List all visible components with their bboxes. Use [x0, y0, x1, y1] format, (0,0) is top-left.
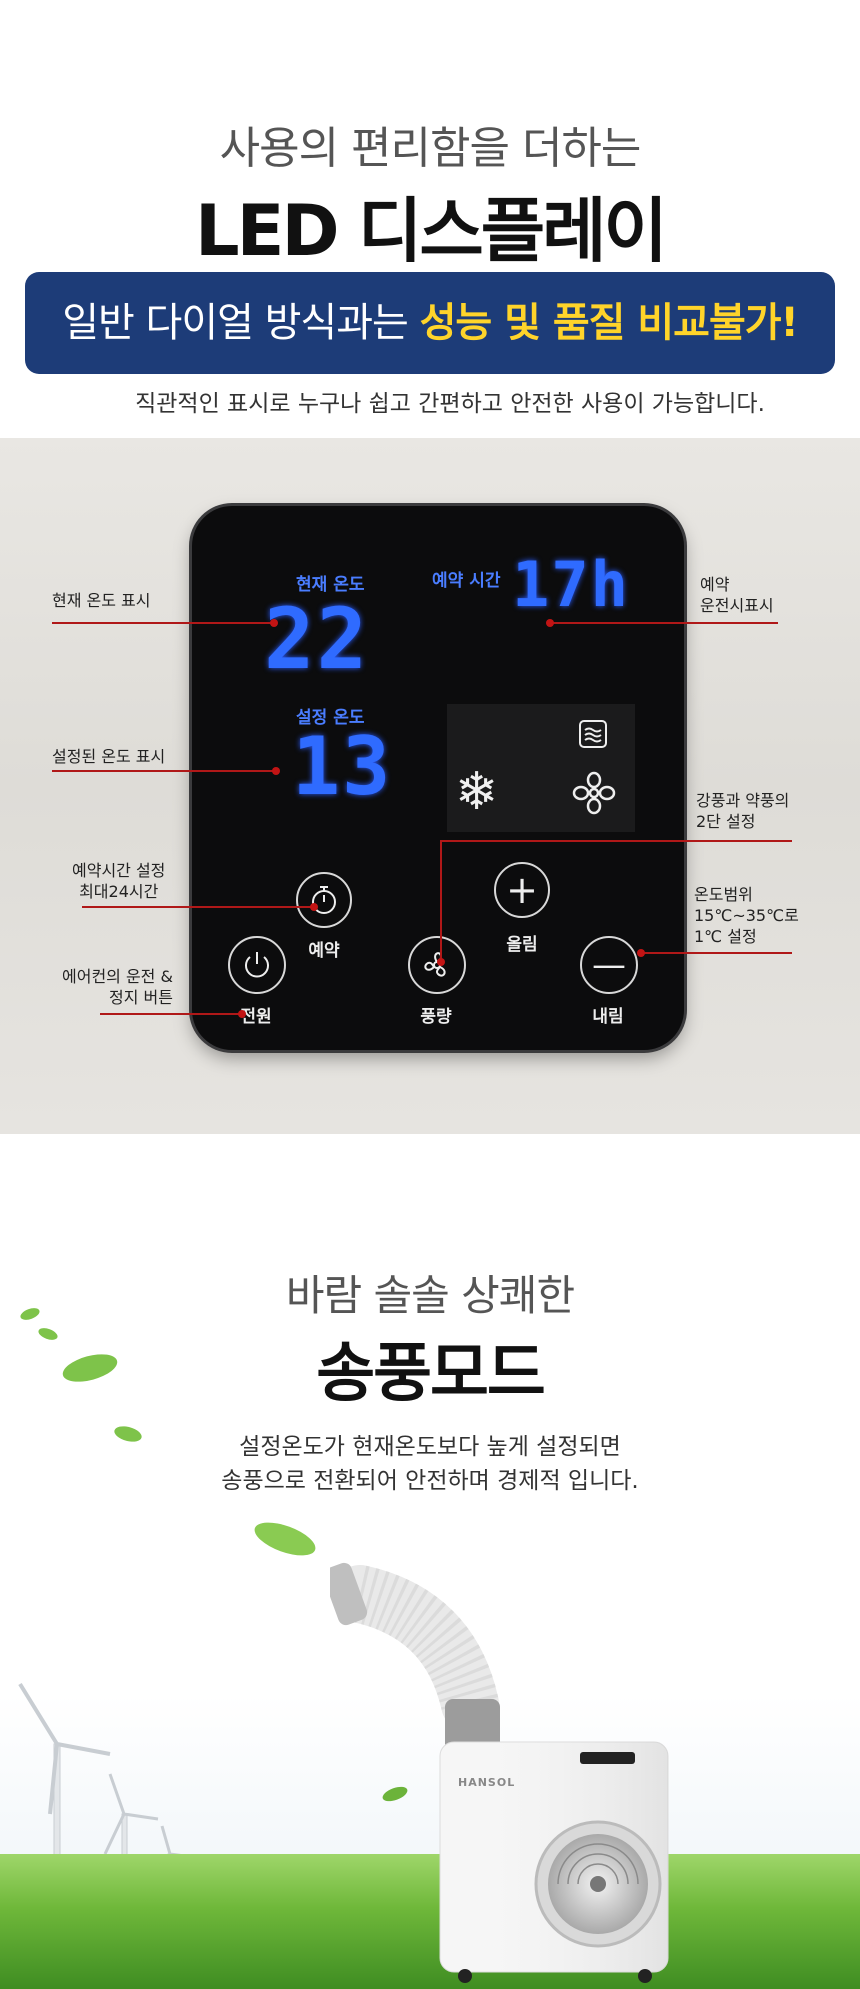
power-button[interactable]	[228, 936, 286, 994]
power-icon	[245, 952, 269, 978]
timer-value: 17h	[512, 548, 630, 621]
sky-background	[0, 1694, 860, 1864]
banner-highlight-text: 성능 및 품질 비교불가!	[419, 300, 799, 346]
callout-set-temp: 설정된 온도 표시	[52, 747, 166, 766]
callout-temp-range-line1: 온도범위	[694, 885, 753, 904]
led-panel-section: 현재 온도 22 예약 시간 17h 설정 온도 13 ❄ 예약 + 올림	[0, 438, 860, 1134]
section1-caption: 직관적인 표시로 누구나 쉽고 간편하고 안전한 사용이 가능합니다.	[135, 391, 765, 417]
callout-dot-fan	[437, 958, 445, 966]
timer-button-label: 예약	[308, 941, 340, 961]
callout-temp-range-line2: 15℃~35℃로	[694, 906, 799, 925]
timer-label: 예약 시간	[432, 571, 501, 591]
callout-line-timer	[82, 906, 314, 908]
callout-dot-set-temp	[272, 767, 280, 775]
section3-description: 설정온도가 현재온도보다 높게 설정되면 송풍으로 전환되어 안전하며 경제적 …	[0, 1430, 860, 1498]
water-tank-icon	[577, 718, 609, 754]
stopwatch-icon	[312, 886, 336, 914]
callout-timer-setting-line2: 최대24시간	[79, 882, 159, 901]
callout-dot-temp-range	[637, 949, 645, 957]
fan-mode-section: 바람 솔솔 상쾌한 송풍모드 설정온도가 현재온도보다 높게 설정되면 송풍으로…	[0, 1134, 860, 1989]
set-temp-label: 설정 온도	[296, 708, 365, 728]
callout-temp-range-line3: 1℃ 설정	[694, 927, 757, 946]
control-panel: 현재 온도 22 예약 시간 17h 설정 온도 13 ❄ 예약 + 올림	[192, 506, 684, 1050]
timer-button[interactable]	[296, 872, 352, 928]
callout-dot-reserve	[546, 619, 554, 627]
brand-logo: HANSOL	[458, 1776, 516, 1789]
banner-plain-text: 일반 다이얼 방식과는	[62, 300, 420, 346]
fan-button[interactable]	[408, 936, 466, 994]
callout-current-temp: 현재 온도 표시	[52, 591, 151, 610]
section1-subtitle: 사용의 편리함을 더하는	[219, 123, 642, 174]
fan-button-label: 풍량	[420, 1007, 452, 1027]
callout-line-power	[100, 1013, 242, 1015]
temp-down-button[interactable]: —	[580, 936, 638, 994]
callout-line-reserve	[548, 622, 778, 624]
callout-reserve-line1: 예약	[700, 575, 730, 594]
callout-line-temp-range	[640, 952, 792, 954]
fan-speed-icon	[571, 770, 617, 820]
set-temp-value: 13	[292, 720, 393, 813]
section3-title: 송풍모드	[316, 1337, 546, 1411]
current-temp-value: 22	[264, 590, 370, 688]
minus-icon: —	[592, 945, 626, 985]
led-display-header: 사용의 편리함을 더하는 LED 디스플레이 일반 다이얼 방식과는 성능 및 …	[0, 0, 860, 438]
callout-line-current-temp	[52, 622, 274, 624]
grass-field	[0, 1854, 860, 1989]
temp-down-label: 내림	[592, 1007, 624, 1027]
callout-reserve-line2: 운전시표시	[700, 596, 774, 615]
section3-subtitle: 바람 솔솔 상쾌한	[285, 1271, 575, 1320]
comparison-banner: 일반 다이얼 방식과는 성능 및 품질 비교불가!	[25, 272, 835, 374]
desc-line1: 설정온도가 현재온도보다 높게 설정되면	[239, 1434, 621, 1460]
callout-vline-fan	[440, 840, 442, 962]
callout-fan: 강풍과 약풍의 2단 설정	[696, 790, 789, 832]
callout-fan-line1: 강풍과 약풍의	[696, 791, 790, 810]
callout-timer-setting-line1: 예약시간 설정	[72, 861, 166, 880]
temp-up-button[interactable]: +	[494, 862, 550, 918]
callout-power: 에어컨의 운전 & 정지 버튼	[62, 966, 173, 1008]
small-leaf-icon	[382, 1786, 408, 1802]
callout-dot-power	[238, 1010, 246, 1018]
callout-line-set-temp	[52, 770, 276, 772]
callout-line-fan	[440, 840, 792, 842]
leaf-cluster-icon	[20, 1308, 142, 1442]
snowflake-icon: ❄	[455, 762, 499, 822]
callout-power-line2: 정지 버튼	[109, 988, 173, 1007]
mode-indicator-box: ❄	[447, 704, 635, 832]
portable-air-conditioner-image	[330, 1562, 669, 1983]
power-button-label: 전원	[240, 1007, 272, 1027]
callout-fan-line2: 2단 설정	[696, 812, 756, 831]
callout-reserve: 예약 운전시표시	[700, 574, 774, 616]
callout-dot-current-temp	[270, 619, 278, 627]
callout-timer-setting: 예약시간 설정 최대24시간	[72, 860, 165, 902]
callout-temp-range: 온도범위 15℃~35℃로 1℃ 설정	[694, 884, 799, 947]
leaf-icon	[254, 1522, 316, 1556]
desc-line2: 송풍으로 전환되어 안전하며 경제적 입니다.	[221, 1468, 639, 1494]
section1-title: LED 디스플레이	[195, 190, 668, 272]
temp-up-label: 올림	[506, 935, 538, 955]
plus-icon: +	[506, 868, 538, 912]
fan-icon	[424, 952, 446, 977]
callout-dot-timer	[310, 903, 318, 911]
callout-power-line1: 에어컨의 운전 &	[62, 967, 173, 986]
current-temp-label: 현재 온도	[296, 575, 365, 595]
